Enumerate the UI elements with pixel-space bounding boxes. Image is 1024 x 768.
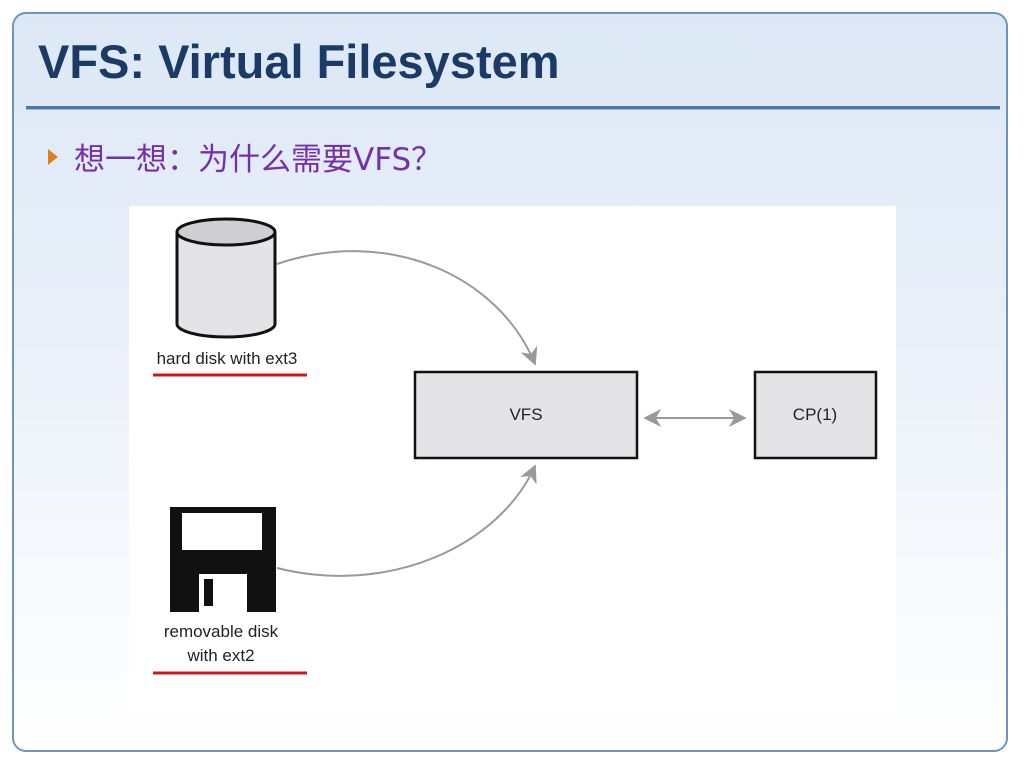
cp-label: CP(1) <box>793 405 837 424</box>
bullet-text: 想一想：为什么需要VFS？ <box>74 142 443 178</box>
title-divider <box>26 106 1000 110</box>
removable-disk-label-line1: removable disk <box>164 622 279 641</box>
cp-box <box>753 370 878 460</box>
arrow-floppy-to-vfs <box>276 464 537 577</box>
hard-disk-icon <box>175 217 277 339</box>
bullet-item: 想一想：为什么需要VFS？ <box>48 134 442 179</box>
arrow-harddisk-to-vfs <box>276 250 538 366</box>
floppy-disk-icon <box>170 507 276 612</box>
diagram-canvas: hard disk with ext3 removable disk with … <box>153 217 878 675</box>
vfs-diagram: hard disk with ext3 removable disk with … <box>129 206 896 712</box>
hard-disk-label: hard disk with ext3 <box>157 349 298 368</box>
vfs-label: VFS <box>509 405 542 424</box>
removable-disk-label-line2: with ext2 <box>186 646 254 665</box>
bullet-triangle-icon <box>48 148 58 165</box>
slide-title: VFS: Virtual Filesystem <box>38 35 560 88</box>
vfs-box <box>413 370 639 460</box>
